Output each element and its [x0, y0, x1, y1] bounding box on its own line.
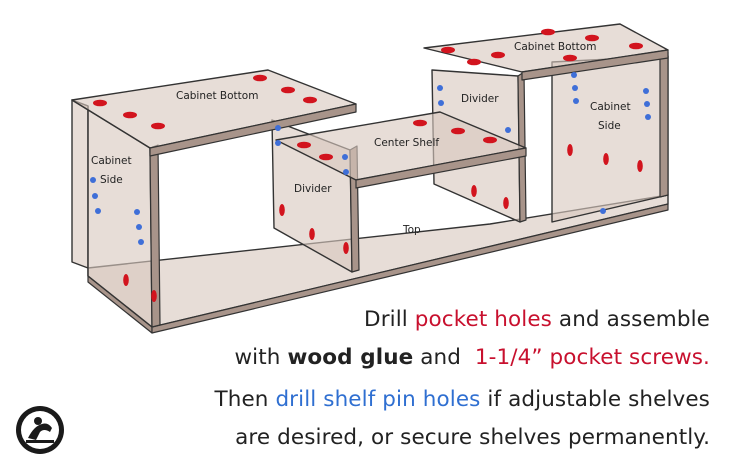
- pocket-hole: [281, 86, 295, 94]
- pocket-hole: [637, 160, 643, 172]
- shelf-pin-hole: [136, 224, 142, 230]
- shelf-pin-hole: [571, 72, 577, 78]
- pocket-hole: [343, 242, 349, 254]
- pocket-hole: [319, 153, 333, 161]
- right-cabinet-bottom-edge: [521, 49, 669, 81]
- shelf-pin-hole: [644, 101, 650, 107]
- shelf-pin-hole: [342, 154, 348, 160]
- shelf-pin-hole: [95, 208, 101, 214]
- pocket-hole: [279, 204, 285, 216]
- label-divider-right: Divider: [461, 93, 499, 105]
- pocket-hole: [123, 274, 129, 286]
- label-center-shelf: Center Shelf: [374, 137, 439, 149]
- shelf-pin-hole: [645, 114, 651, 120]
- pocket-hole: [491, 51, 505, 59]
- shelf-pin-hole: [573, 98, 579, 104]
- pocket-hole: [567, 144, 573, 156]
- wood-glue-text: wood glue: [287, 345, 414, 370]
- instruction-line-3: Then drill shelf pin holes if adjustable…: [214, 387, 710, 412]
- pocket-hole: [253, 74, 267, 82]
- label-divider-left: Divider: [294, 183, 332, 195]
- shelf-pin-hole: [437, 85, 443, 91]
- left-cabinet-side-back: [71, 99, 89, 269]
- right-cabinet-side-edge: [659, 51, 669, 198]
- shelf-pin-hole: [275, 125, 281, 131]
- right-cabinet-side: [551, 55, 669, 223]
- pocket-hole: [541, 28, 555, 36]
- shelf-pin-hole: [643, 88, 649, 94]
- pocket-holes-text: pocket holes: [414, 307, 552, 332]
- shelf-pin-hole: [505, 127, 511, 133]
- shelf-pin-hole: [138, 239, 144, 245]
- pocket-hole: [563, 54, 577, 62]
- center-shelf-edge: [355, 147, 527, 189]
- pocket-hole: [123, 111, 137, 119]
- label-cabinet-side-left-2: Side: [100, 174, 123, 186]
- pocket-hole: [451, 127, 465, 135]
- woodworker-logo-icon: [16, 406, 64, 454]
- pocket-hole: [629, 42, 643, 50]
- label-cabinet-bottom-right: Cabinet Bottom: [514, 41, 596, 53]
- pocket-hole: [483, 136, 497, 144]
- shelf-pin-holes: [90, 72, 651, 245]
- pocket-screws-text: 1-1/4” pocket screws.: [474, 345, 710, 370]
- pocket-hole: [413, 119, 427, 127]
- instruction-line-1: Drill pocket holes and assemble: [364, 307, 710, 332]
- instruction-line-2: with wood glue and 1-1/4” pocket screws.: [234, 345, 710, 370]
- label-cabinet-side-right-2: Side: [598, 120, 621, 132]
- pocket-hole: [471, 185, 477, 197]
- pocket-holes: [93, 28, 643, 302]
- shelf-pin-hole: [275, 140, 281, 146]
- label-cabinet-bottom-left: Cabinet Bottom: [176, 90, 258, 102]
- left-cabinet-bottom-edge: [149, 103, 357, 157]
- shelf-pin-hole: [343, 169, 349, 175]
- top-panel-right-edge: [151, 203, 669, 334]
- pocket-hole: [585, 34, 599, 42]
- label-cabinet-side-right-1: Cabinet: [590, 101, 631, 113]
- shelf-pin-hole: [92, 193, 98, 199]
- shelf-pin-hole: [90, 177, 96, 183]
- shelf-pin-hole: [134, 209, 140, 215]
- pocket-hole: [93, 99, 107, 107]
- pocket-hole: [503, 197, 509, 209]
- pocket-hole: [467, 58, 481, 66]
- pocket-hole: [441, 46, 455, 54]
- pocket-hole: [297, 141, 311, 149]
- pocket-hole: [309, 228, 315, 240]
- pocket-hole: [151, 122, 165, 130]
- shelf-pin-hole: [438, 100, 444, 106]
- shelf-pin-holes-text: drill shelf pin holes: [275, 387, 481, 412]
- pocket-hole: [603, 153, 609, 165]
- pocket-hole: [151, 290, 157, 302]
- pocket-hole: [303, 96, 317, 104]
- shelf-pin-hole: [572, 85, 578, 91]
- shelf-pin-hole: [600, 208, 606, 214]
- label-cabinet-side-left-1: Cabinet: [91, 155, 132, 167]
- label-top: Top: [402, 224, 421, 236]
- instruction-line-4: are desired, or secure shelves permanent…: [235, 425, 710, 450]
